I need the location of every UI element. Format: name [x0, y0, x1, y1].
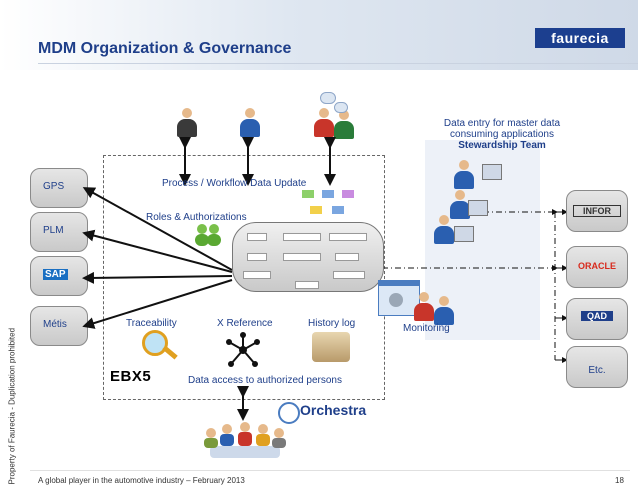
ebx-logo: EBX5 — [110, 368, 152, 385]
access-label: Data access to authorized persons — [188, 375, 342, 386]
faurecia-logo: faurecia — [535, 28, 625, 48]
steward-team: Stewardship Team — [458, 140, 546, 151]
user-icon — [432, 215, 456, 245]
db-table — [329, 233, 367, 241]
system-etc: Etc. — [566, 346, 628, 388]
orchestra-logo: Orchestra — [300, 402, 367, 418]
chat-bubble-icon — [334, 102, 348, 113]
group-icon — [332, 110, 356, 140]
stewardship-caption: Data entry for master data consuming app… — [432, 118, 572, 151]
sap-logo: SAP — [43, 269, 68, 280]
user-icon — [412, 292, 436, 322]
db-table — [247, 253, 267, 261]
side-notice: Property of Faurecia - Duplication prohi… — [7, 327, 17, 485]
db-table — [333, 271, 365, 279]
etc-label: Etc. — [588, 365, 606, 376]
user-icon — [432, 296, 456, 326]
team-meeting-illustration — [200, 420, 290, 465]
history-label: History log — [308, 318, 356, 329]
db-table — [295, 281, 319, 289]
user-icon — [175, 108, 199, 138]
user-icon — [238, 108, 262, 138]
system-gps-label: GPS — [43, 181, 65, 192]
process-label: Process / Workflow Data Update — [162, 178, 307, 189]
system-gps: GPS — [30, 168, 88, 208]
system-plm-label: PLM — [43, 225, 64, 236]
group-icon — [312, 108, 336, 138]
qad-logo: QAD — [581, 311, 613, 321]
steward-line-1: Data entry for master data — [443, 118, 561, 129]
system-infor: INFOR — [566, 190, 628, 232]
db-table — [247, 233, 267, 241]
computer-icon — [454, 226, 474, 242]
header-band — [0, 0, 638, 70]
computer-icon — [468, 200, 488, 216]
steward-line-2: consuming applications — [450, 129, 554, 140]
db-table — [283, 233, 321, 241]
user-icon — [452, 160, 476, 190]
mdm-database — [232, 222, 384, 292]
page-title: MDM Organization & Governance — [38, 40, 292, 57]
oracle-logo: ORACLE — [578, 261, 616, 271]
system-sap: SAP — [30, 256, 88, 296]
db-table — [243, 271, 271, 279]
infor-logo: INFOR — [573, 205, 621, 217]
footer-divider — [30, 470, 630, 471]
footer-caption: A global player in the automotive indust… — [38, 476, 245, 485]
workflow-diagram-icon — [300, 188, 370, 224]
system-oracle: ORACLE — [566, 246, 628, 288]
system-metis-label: Métis — [43, 319, 67, 330]
computer-icon — [482, 164, 502, 180]
scroll-icon — [312, 332, 350, 362]
roles-label: Roles & Authorizations — [146, 212, 247, 223]
traceability-label: Traceability — [126, 318, 177, 329]
magnifier-icon — [142, 330, 168, 356]
monitoring-label: Monitoring — [403, 323, 450, 334]
title-divider — [38, 63, 638, 64]
network-icon — [226, 332, 260, 367]
system-qad: QAD — [566, 298, 628, 340]
roles-group-icon — [195, 222, 225, 250]
xref-label: X Reference — [217, 318, 273, 329]
page-number: 18 — [615, 476, 624, 485]
db-table — [283, 253, 321, 261]
user-icon — [448, 190, 472, 220]
chat-bubble-icon — [320, 92, 336, 104]
orchestra-emblem — [278, 402, 300, 424]
db-table — [335, 253, 359, 261]
